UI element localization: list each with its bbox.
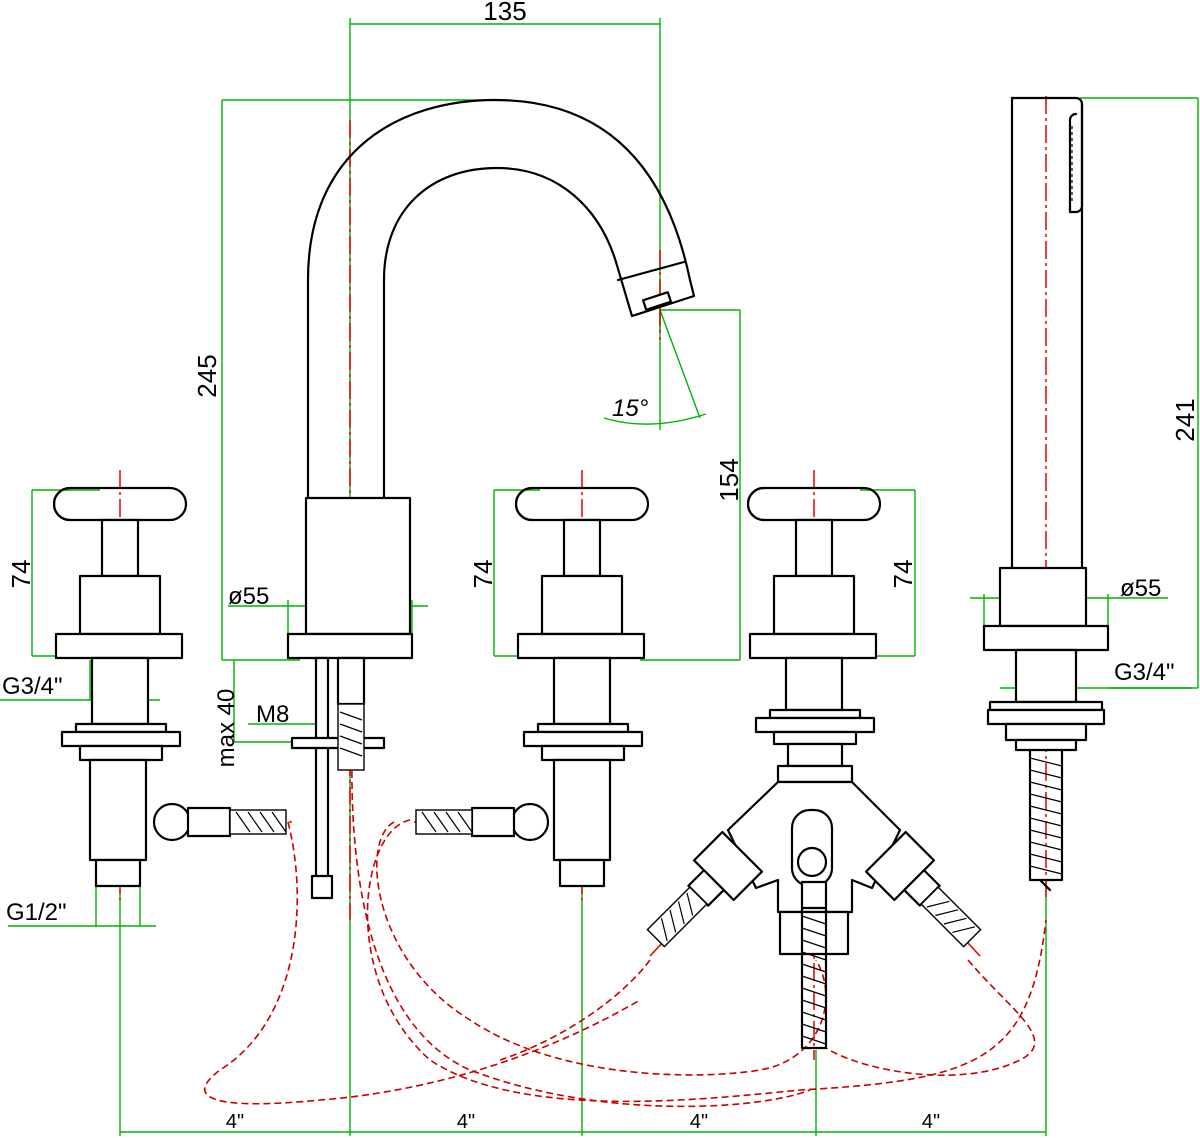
diverter-valve [646, 486, 982, 1050]
dim-spacing-1: 4" [226, 1111, 244, 1133]
dim-deck-max: max 40 [213, 689, 240, 768]
dim-thread-right: G3/4" [1114, 659, 1175, 686]
hose-routes [204, 759, 1047, 1108]
dim-handle-mid-74: 74 [468, 560, 498, 589]
dim-reach-135: 135 [483, 0, 526, 26]
dim-stud-m8: M8 [256, 701, 289, 728]
dim-inlet-thread: G1/2" [6, 899, 67, 926]
dim-handle-left-74: 74 [6, 560, 36, 589]
dim-handset-241: 241 [1170, 398, 1200, 441]
dim-height-245: 245 [192, 354, 222, 397]
handset [982, 96, 1110, 892]
dim-spout-dia: ø55 [228, 583, 269, 610]
spout [286, 98, 696, 900]
dim-handle-right-74: 74 [888, 560, 918, 589]
dim-spacing-2: 4" [457, 1111, 475, 1133]
dim-spacing-4: 4" [922, 1111, 940, 1133]
dim-angle-15: 15° [612, 395, 649, 422]
dim-handset-dia: ø55 [1120, 575, 1161, 602]
left-valve [52, 486, 287, 888]
middle-valve [415, 486, 650, 888]
dim-thread-left: G3/4" [2, 673, 63, 700]
dim-spacing-3: 4" [690, 1111, 708, 1133]
dim-outlet-154: 154 [714, 458, 744, 501]
